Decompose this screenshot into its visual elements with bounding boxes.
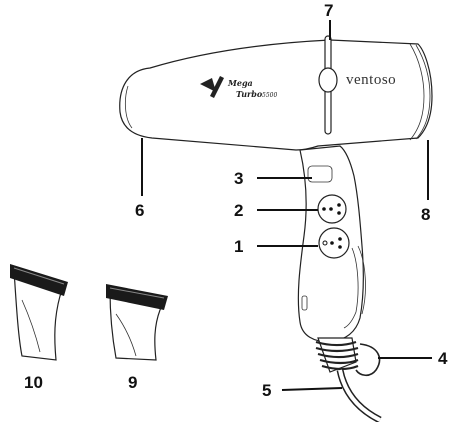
callout-labels: 1 2 3 4 5 6 7 8 9 10 — [24, 1, 448, 400]
callout-3: 3 — [234, 169, 243, 188]
brand-logo: Mega Turbo 5500 ventoso — [200, 72, 396, 99]
callout-4: 4 — [438, 349, 448, 368]
callout-9: 9 — [128, 373, 137, 392]
callout-10: 10 — [24, 373, 43, 392]
brand-name: ventoso — [346, 72, 396, 88]
leader-lines — [141, 20, 432, 391]
callout-8: 8 — [421, 205, 430, 224]
callout-2: 2 — [234, 201, 243, 220]
dryer-body — [119, 39, 433, 151]
narrow-nozzle — [10, 264, 68, 361]
callout-1: 1 — [234, 237, 243, 256]
model-number: 5500 — [262, 92, 277, 99]
callout-7: 7 — [324, 1, 333, 20]
model-name-line2: Turbo — [236, 89, 263, 99]
callout-5: 5 — [262, 381, 271, 400]
model-name-line1: Mega — [227, 78, 253, 88]
wide-nozzle — [106, 284, 168, 361]
speed-switch — [317, 194, 347, 224]
hang-loop — [355, 343, 381, 377]
cool-shot-button — [318, 35, 338, 135]
callout-6: 6 — [135, 201, 144, 220]
temperature-switch — [318, 227, 350, 259]
power-cord — [315, 337, 382, 422]
